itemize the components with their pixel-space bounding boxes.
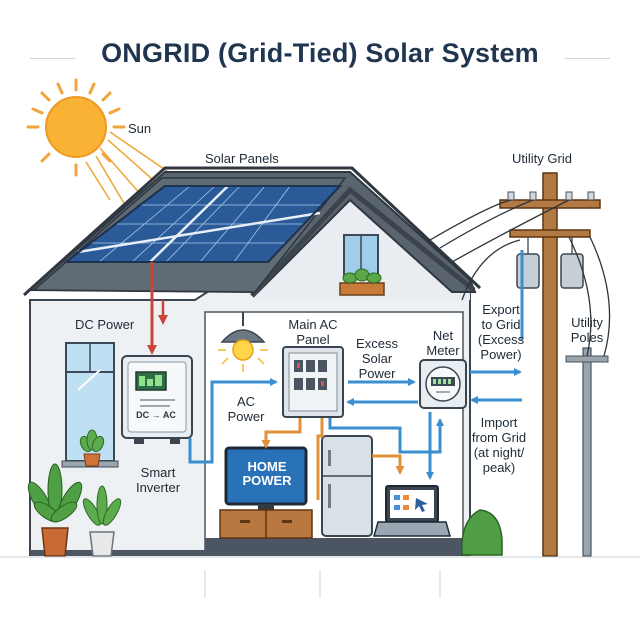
- tv-screen: [224, 446, 308, 510]
- label-excess-line-2: Solar: [361, 351, 393, 366]
- load-wires: [261, 418, 405, 500]
- sill-plant-icon: [79, 429, 105, 467]
- label-import-line-2: from Grid: [471, 430, 527, 445]
- solar-panel-array: [63, 185, 343, 263]
- inverter-display-text: DC → AC: [136, 410, 176, 420]
- outdoor-plants-icon: [27, 463, 503, 557]
- tv-screen-line-2: POWER: [242, 473, 292, 488]
- label-solar-panels: Solar Panels: [205, 151, 279, 166]
- label-utility-poles-line-2: Poles: [570, 330, 604, 345]
- ground-lines: [0, 556, 640, 598]
- label-sun: Sun: [128, 121, 152, 136]
- refrigerator-icon: [321, 435, 373, 537]
- label-smart-inverter-line-1: Smart: [140, 465, 176, 480]
- page-title: ONGRID (Grid-Tied) Solar System: [101, 38, 539, 68]
- ceiling-lamp-icon: [218, 312, 268, 372]
- label-excess-solar-power: Excess Solar Power: [350, 336, 404, 381]
- label-export-line-1: Export: [482, 302, 520, 317]
- label-utility-poles-line-1: Utility: [571, 315, 603, 330]
- label-ac-power-line-1: AC: [236, 394, 256, 409]
- label-import-line-4: peak): [482, 460, 516, 475]
- label-main-ac-panel-line-2: Panel: [296, 332, 330, 347]
- label-ac-power: AC Power: [222, 394, 270, 424]
- tv-screen-text: HOME POWER: [228, 460, 306, 488]
- label-export-line-2: to Grid: [481, 317, 521, 332]
- label-net-meter-line-1: Net: [432, 328, 454, 343]
- label-utility-grid: Utility Grid: [512, 151, 572, 166]
- label-import-line-1: Import: [480, 415, 518, 430]
- tv-screen-line-1: HOME: [247, 459, 287, 474]
- label-main-ac-panel: Main AC Panel: [280, 317, 346, 347]
- title-rule-right: [565, 58, 610, 59]
- label-net-meter-line-2: Meter: [426, 343, 460, 358]
- net-meter: [419, 359, 467, 409]
- label-excess-line-3: Power: [358, 366, 396, 381]
- label-export-line-4: Power): [480, 347, 522, 362]
- label-export-line-3: (Excess: [477, 332, 525, 347]
- label-import-from-grid: Import from Grid (at night/ peak): [466, 415, 532, 475]
- upper-window: [339, 234, 385, 296]
- label-export-to-grid: Export to Grid (Excess Power): [472, 302, 530, 362]
- utility-pole-small: [565, 347, 609, 557]
- label-smart-inverter-line-2: Inverter: [135, 480, 181, 495]
- smart-inverter: [121, 355, 193, 444]
- sun-icon: [26, 78, 126, 177]
- title-rule-left: [30, 58, 75, 59]
- laptop-icon: [373, 485, 451, 537]
- main-ac-panel: [282, 346, 344, 418]
- label-excess-line-1: Excess: [356, 336, 398, 351]
- label-dc-power: DC Power: [75, 317, 135, 332]
- label-main-ac-panel-line-1: Main AC: [288, 317, 338, 332]
- power-lines: [429, 199, 611, 357]
- label-import-line-3: (at night/: [473, 445, 525, 460]
- label-utility-poles: Utility Poles: [562, 315, 612, 345]
- label-ac-power-line-2: Power: [227, 409, 265, 424]
- label-smart-inverter: Smart Inverter: [126, 465, 190, 495]
- tv-stand: [219, 509, 313, 539]
- flow-arrows: [188, 250, 524, 480]
- label-net-meter: Net Meter: [420, 328, 466, 358]
